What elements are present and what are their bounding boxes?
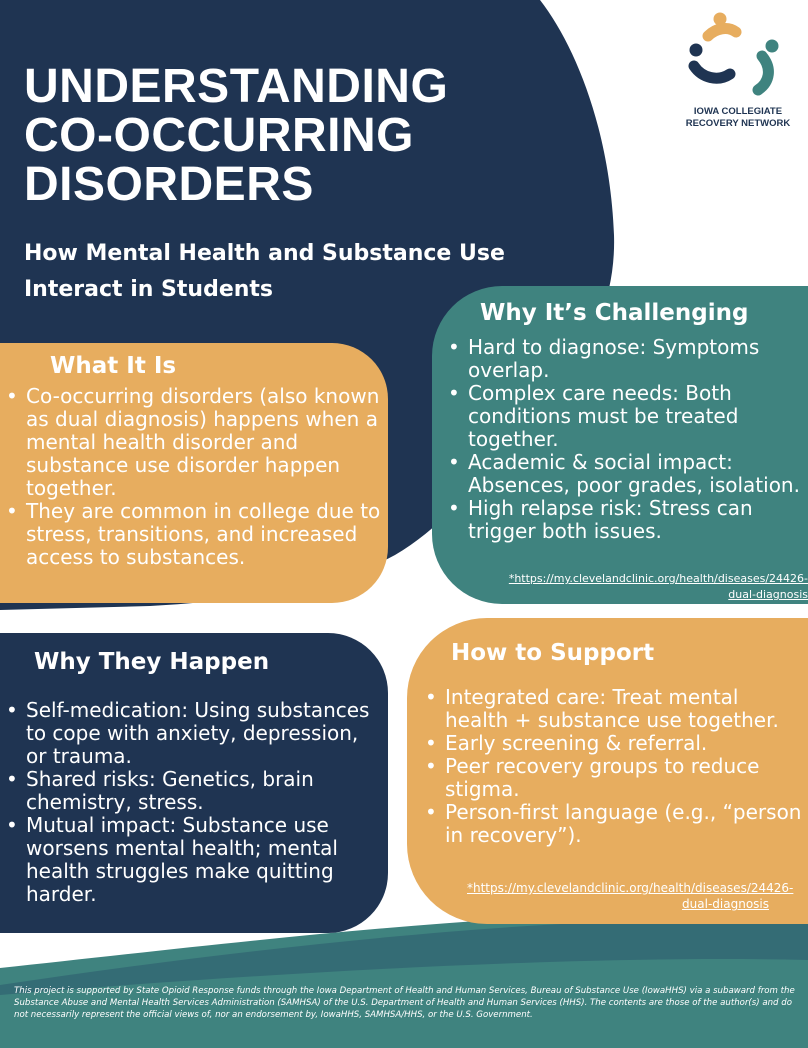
title-line: DISORDERS: [24, 158, 314, 211]
title-line: UNDERSTANDING: [24, 60, 449, 113]
list-item: They are common in college due to stress…: [2, 500, 382, 569]
bullet-list: Hard to diagnose: Symptoms overlap. Comp…: [444, 336, 804, 543]
list-item: Shared risks: Genetics, brain chemistry,…: [2, 768, 378, 814]
logo-line: IOWA COLLEGIATE: [693, 106, 783, 117]
list-item: Person-first language (e.g., “person in …: [421, 801, 802, 847]
why-challenging-card: Why It’s Challenging Hard to diagnose: S…: [432, 286, 808, 604]
list-item: Early screening & referral.: [421, 732, 802, 756]
list-item: Hard to diagnose: Symptoms overlap.: [444, 336, 804, 382]
logo-mark-icon: [688, 12, 779, 96]
logo-line: RECOVERY NETWORK: [685, 118, 791, 129]
page-subtitle: How Mental Health and Substance Use Inte…: [24, 241, 505, 302]
list-item: Self-medication: Using substances to cop…: [2, 699, 378, 768]
section-heading: Why It’s Challenging: [480, 300, 749, 326]
list-item: Peer recovery groups to reduce stigma.: [421, 755, 802, 801]
bullet-list: Integrated care: Treat mental health + s…: [421, 686, 802, 847]
list-item: Academic & social impact: Absences, poor…: [444, 451, 804, 497]
list-item: High relapse risk: Stress can trigger bo…: [444, 497, 804, 543]
bullet-list: Co-occurring disorders (also known as du…: [0, 385, 382, 569]
logo-text: IOWA COLLEGIATE RECOVERY NETWORK: [680, 106, 796, 130]
source-link[interactable]: *https://my.clevelandclinic.org/health/d…: [467, 881, 794, 911]
source-link[interactable]: *https://my.clevelandclinic.org/health/d…: [508, 572, 808, 601]
dark-wave-background: [0, 912, 808, 995]
list-item: Mutual impact: Substance use worsens men…: [2, 814, 378, 906]
how-to-support-card: How to Support Integrated care: Treat me…: [407, 618, 808, 924]
page-title: UNDERSTANDING CO-OCCURRING DISORDERS: [24, 62, 448, 209]
why-they-happen-card: Why They Happen Self-medication: Using s…: [0, 633, 388, 933]
list-item: Complex care needs: Both conditions must…: [444, 382, 804, 451]
section-heading: Why They Happen: [34, 649, 270, 675]
what-it-is-card: What It Is Co-occurring disorders (also …: [0, 343, 388, 603]
list-item: Integrated care: Treat mental health + s…: [421, 686, 802, 732]
title-line: CO-OCCURRING: [24, 109, 414, 162]
section-heading: What It Is: [50, 353, 177, 379]
logo: IOWA COLLEGIATE RECOVERY NETWORK: [680, 10, 796, 140]
list-item: Co-occurring disorders (also known as du…: [2, 385, 382, 500]
section-heading: How to Support: [451, 640, 655, 666]
funding-disclaimer: This project is supported by State Opioi…: [14, 986, 795, 1020]
bullet-list: Self-medication: Using substances to cop…: [0, 699, 378, 906]
